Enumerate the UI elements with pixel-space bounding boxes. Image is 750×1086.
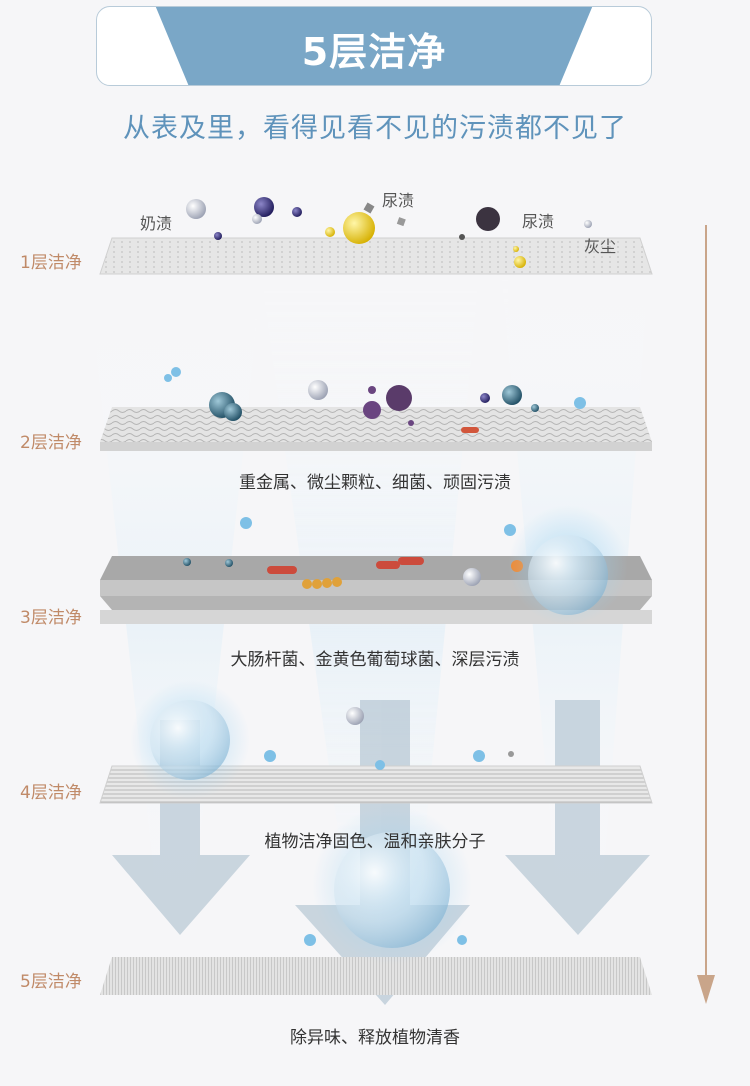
layer-1-fabric: [99, 237, 653, 275]
stain-label-urine-2: 尿渍: [522, 212, 555, 231]
layer-caption-4: 植物洁净固色、温和亲肤分子: [264, 832, 486, 852]
stain-label-dust: 灰尘: [584, 237, 617, 256]
stain-label-urine-1: 尿渍: [382, 191, 415, 210]
layer-label-3: 3层洁净: [20, 608, 82, 628]
page-title: 5层洁净: [301, 30, 447, 74]
layer-label-2: 2层洁净: [20, 433, 82, 453]
title-tab: [155, 7, 593, 85]
layer-label-4: 4层洁净: [20, 783, 82, 803]
layer-label-1: 1层洁净: [20, 253, 82, 273]
bubbles: [130, 397, 628, 965]
layer-caption-3: 大肠杆菌、金黄色葡萄球菌、深层污渍: [230, 650, 520, 670]
layer-caption-2: 重金属、微尘颗粒、细菌、顽固污渍: [239, 473, 511, 493]
side-arrow-icon: [697, 225, 715, 1004]
layer-caption-5: 除异味、释放植物清香: [290, 1028, 460, 1048]
page-subtitle: 从表及里，看得见看不见的污渍都不见了: [123, 113, 627, 144]
stain-label-milk: 奶渍: [140, 214, 173, 233]
particles-layer-1: [186, 197, 592, 268]
particles-layer-2: [164, 367, 539, 433]
title-banner: 5层洁净: [96, 6, 652, 86]
layer-5-fabric: [100, 957, 652, 995]
layer-label-5: 5层洁净: [20, 972, 82, 992]
